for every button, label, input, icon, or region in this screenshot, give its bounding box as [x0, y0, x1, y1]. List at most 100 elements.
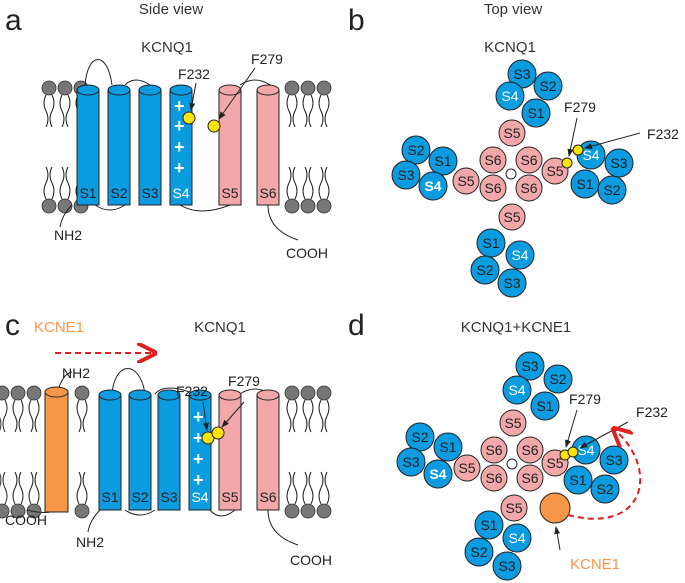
- seg-label-s5-c: S5: [221, 489, 238, 505]
- f232-label-c: F232: [176, 383, 208, 399]
- svg-text:+: +: [193, 470, 204, 490]
- pointer-f232-a: [189, 82, 197, 111]
- kcnq1-label-c: KCNQ1: [194, 319, 246, 336]
- panel-letter-d: d: [348, 309, 365, 342]
- helix-kcne1-c: [44, 386, 69, 513]
- f232-label-b: F232: [647, 126, 679, 142]
- top-view-heading: Top view: [484, 1, 543, 18]
- seg-label-s3-a: S3: [141, 185, 158, 201]
- helix-s2-a: [107, 84, 131, 206]
- svg-text:S4: S4: [501, 88, 518, 104]
- svg-text:S3: S3: [610, 155, 627, 171]
- seg-label-s6-c: S6: [259, 489, 276, 505]
- svg-text:S1: S1: [527, 105, 544, 121]
- svg-text:S1: S1: [439, 439, 456, 455]
- svg-text:S1: S1: [569, 472, 586, 488]
- svg-text:+: +: [174, 116, 185, 136]
- seg-label-s4-a: S4: [172, 185, 189, 201]
- pointer-f279-a: [218, 67, 256, 120]
- f232-label-a: F232: [178, 66, 210, 82]
- residue-f279-b: [561, 157, 573, 169]
- helix-s3-a: [138, 84, 162, 206]
- svg-text:S6: S6: [485, 470, 502, 486]
- helix-s1-a: [76, 84, 100, 206]
- seg-label-s1-a: S1: [79, 185, 96, 201]
- svg-text:S5: S5: [546, 163, 563, 179]
- helix-s6-c: [256, 389, 280, 511]
- svg-text:S3: S3: [513, 66, 530, 82]
- seg-label-s4-c: S4: [191, 489, 208, 505]
- s4-charges-a: ++++: [174, 96, 185, 178]
- svg-text:S5: S5: [504, 415, 521, 431]
- membrane-right-c: [285, 386, 331, 518]
- side-view-heading: Side view: [139, 1, 203, 18]
- seg-label-s5-a: S5: [221, 185, 238, 201]
- loop-s1-s2-a: [84, 59, 113, 86]
- seg-label-s3-c: S3: [160, 489, 177, 505]
- helix-s6-a: [256, 84, 280, 206]
- kcne1-label-d: KCNE1: [570, 556, 620, 573]
- kcnq1-kcne1-heading: KCNQ1+KCNE1: [461, 319, 571, 336]
- kcnq1-label-b: KCNQ1: [484, 39, 536, 56]
- s4-charges-c: ++++: [193, 407, 204, 490]
- c-tail-c: [267, 509, 299, 546]
- svg-text:S4: S4: [429, 466, 446, 482]
- svg-text:S2: S2: [411, 429, 428, 445]
- f279-label-c: F279: [228, 373, 260, 389]
- svg-text:S6: S6: [484, 152, 501, 168]
- n-tail-a: [59, 204, 73, 228]
- residue-f279-a: [207, 119, 221, 133]
- residue-f232-a: [182, 111, 196, 125]
- svg-text:S4: S4: [511, 247, 528, 263]
- svg-text:S6: S6: [520, 152, 537, 168]
- f232-label-d: F232: [636, 404, 668, 420]
- svg-text:S3: S3: [402, 454, 419, 470]
- seg-label-s2-a: S2: [110, 185, 127, 201]
- svg-text:S2: S2: [603, 182, 620, 198]
- svg-text:S2: S2: [539, 78, 556, 94]
- svg-text:S3: S3: [397, 167, 414, 183]
- panel-letter-a: a: [5, 4, 22, 37]
- helix-s2-c: [128, 389, 152, 511]
- loop-s5-s6-a: [239, 79, 271, 86]
- n-terminus-a: NH2: [54, 227, 82, 243]
- kcne1-rotation-arrow-d: [567, 430, 642, 520]
- c-terminus-c: COOH: [290, 552, 332, 568]
- pointer-f232-b: [584, 132, 641, 150]
- svg-text:S4: S4: [508, 382, 525, 398]
- svg-text:S5: S5: [505, 500, 522, 516]
- svg-text:+: +: [174, 158, 185, 178]
- svg-text:S1: S1: [536, 398, 553, 414]
- svg-text:S5: S5: [546, 455, 563, 471]
- svg-text:S3: S3: [605, 452, 622, 468]
- svg-text:+: +: [193, 428, 204, 448]
- pointer-kcne1-d: [554, 526, 561, 551]
- loop-s2-s3-c: [124, 509, 156, 516]
- loop-s1-s2-c: [111, 368, 146, 395]
- svg-text:S1: S1: [434, 153, 451, 169]
- svg-text:S1: S1: [482, 235, 499, 251]
- svg-text:+: +: [174, 96, 185, 116]
- kcne1-subunit-d: [539, 492, 571, 524]
- residue-f279-c: [211, 426, 225, 440]
- seg-label-s2-c: S2: [131, 489, 148, 505]
- svg-text:S4: S4: [582, 147, 599, 163]
- svg-text:S4: S4: [508, 530, 525, 546]
- svg-text:S6: S6: [521, 442, 538, 458]
- helix-s3-c: [157, 389, 181, 511]
- svg-text:S5: S5: [503, 125, 520, 141]
- svg-text:+: +: [193, 407, 204, 427]
- kcne1-c-terminus-c: COOH: [5, 512, 47, 528]
- seg-label-s6-a: S6: [259, 185, 276, 201]
- svg-text:S1: S1: [480, 517, 497, 533]
- pointer-f279-d: [565, 409, 578, 448]
- f279-label-b: F279: [564, 99, 596, 115]
- c-terminus-a: COOH: [286, 245, 328, 261]
- pointer-f232-c: [202, 401, 209, 431]
- svg-text:S3: S3: [498, 558, 515, 574]
- n-tail-c: [87, 509, 101, 533]
- loop-s3-s4-a: [124, 79, 151, 86]
- panel-letter-b: b: [348, 4, 365, 37]
